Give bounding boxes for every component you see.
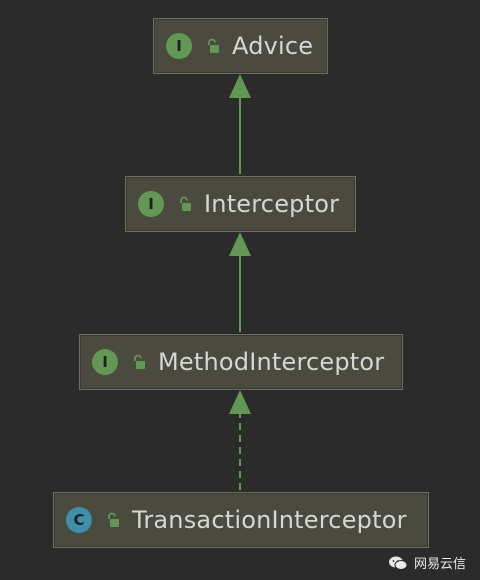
unlock-icon [206, 38, 220, 54]
class-badge-icon: C [66, 507, 92, 533]
node-advice[interactable]: I Advice [153, 18, 328, 74]
watermark-text: 网易云信 [413, 557, 466, 572]
node-label-advice: Advice [232, 32, 314, 60]
unlock-icon [132, 354, 146, 370]
arrowhead-advice [229, 74, 251, 98]
node-transaction-interceptor[interactable]: C TransactionInterceptor [53, 492, 429, 548]
watermark: 网易云信 [388, 553, 466, 572]
wechat-icon [388, 556, 408, 570]
arrowhead-interceptor [229, 232, 251, 256]
interface-badge-icon: I [92, 349, 118, 375]
unlock-icon [106, 512, 120, 528]
node-label-interceptor: Interceptor [204, 190, 340, 218]
node-method-interceptor[interactable]: I MethodInterceptor [79, 334, 403, 390]
interface-badge-icon: I [166, 33, 192, 59]
node-label-transaction-interceptor: TransactionInterceptor [132, 506, 407, 534]
arrowhead-methodinterceptor [229, 390, 251, 414]
unlock-icon [178, 196, 192, 212]
node-interceptor[interactable]: I Interceptor [125, 176, 356, 232]
node-label-method-interceptor: MethodInterceptor [158, 348, 385, 376]
interface-badge-icon: I [138, 191, 164, 217]
